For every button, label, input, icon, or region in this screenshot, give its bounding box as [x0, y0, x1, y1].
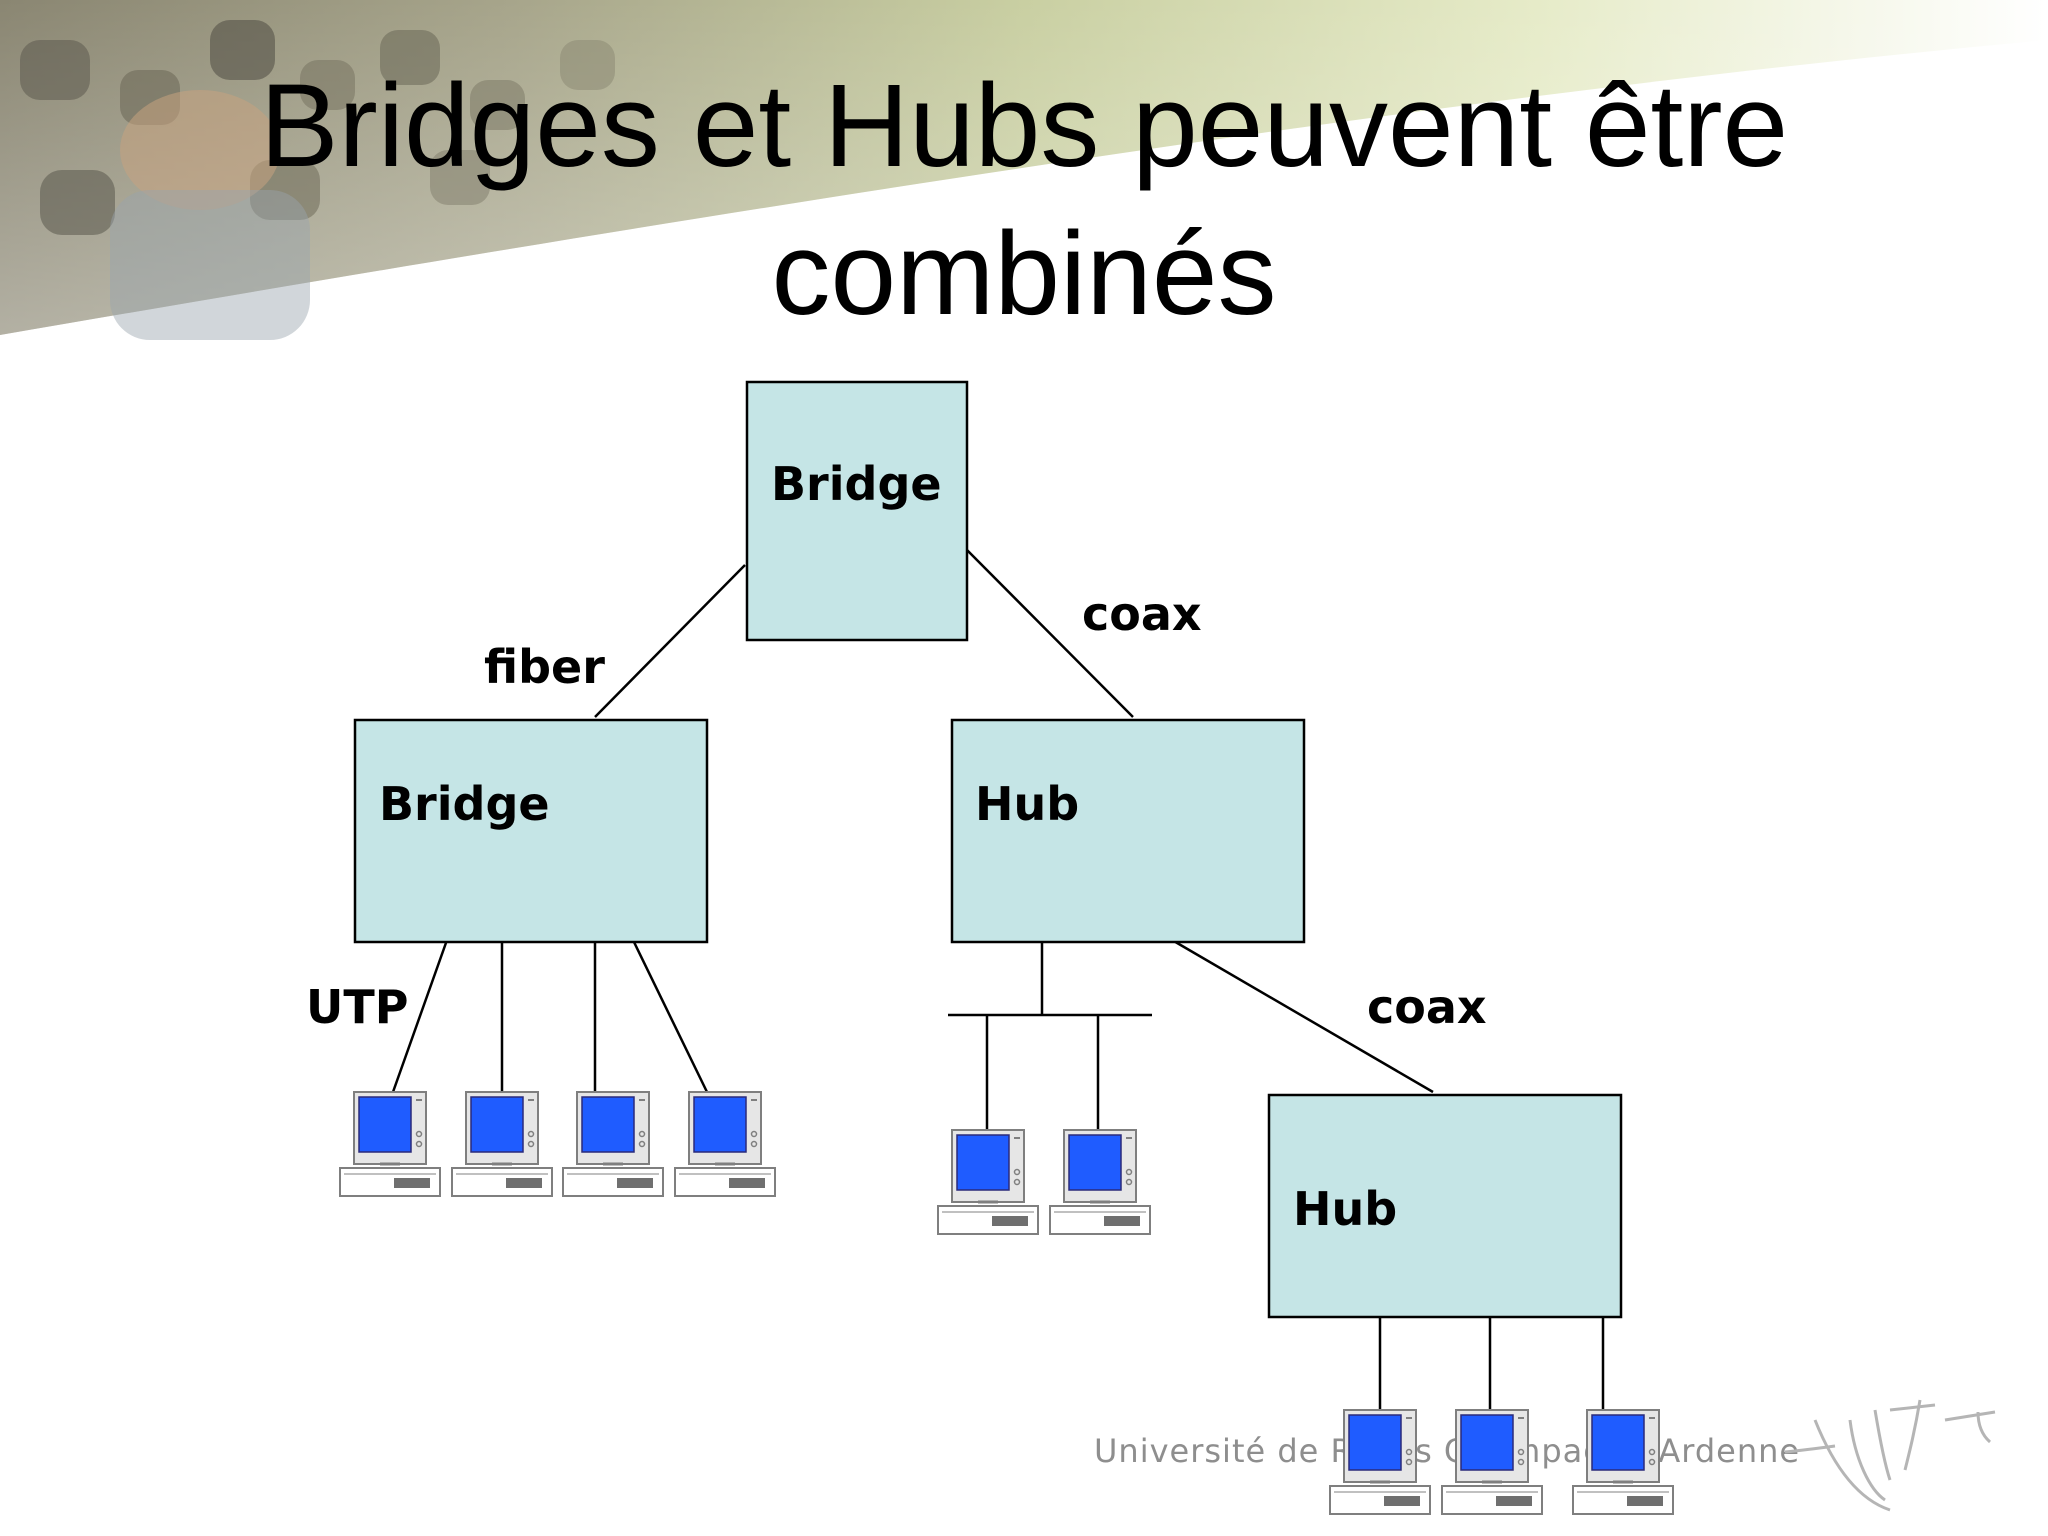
connection-lines — [391, 547, 1605, 1412]
workstation-icon — [1328, 1408, 1432, 1516]
workstation-icon — [338, 1090, 442, 1198]
workstation-icon — [673, 1090, 777, 1198]
node-left-bridge-label: Bridge — [379, 777, 550, 831]
workstation-icon — [561, 1090, 665, 1198]
university-logo: Université de Reims Champagne-Ardenne — [1094, 1399, 1996, 1512]
link-label-coax-hub: coax — [1367, 980, 1487, 1034]
workstation-icon — [1048, 1128, 1152, 1236]
link-label-utp: UTP — [306, 980, 408, 1034]
node-hub-lower: Hub — [1267, 1093, 1623, 1319]
workstation-icon — [450, 1090, 554, 1198]
workstation-icon — [1440, 1408, 1544, 1516]
node-top-bridge-label: Bridge — [771, 457, 942, 511]
node-hub-upper-label: Hub — [975, 777, 1079, 831]
node-top-bridge: Bridge — [745, 380, 969, 642]
workstation-icon — [1571, 1408, 1675, 1516]
banner-photo — [0, 0, 2048, 340]
link-label-fiber: fiber — [484, 640, 605, 694]
node-left-bridge: Bridge — [353, 718, 709, 944]
link-label-coax-top: coax — [1082, 587, 1202, 641]
node-hub-lower-label: Hub — [1293, 1182, 1397, 1236]
node-hub-upper: Hub — [950, 718, 1306, 944]
university-logo-text: Université de Reims Champagne-Ardenne — [1094, 1432, 1800, 1470]
workstation-icon — [936, 1128, 1040, 1236]
title-line-1: Bridges et Hubs peuvent être — [259, 60, 1789, 192]
slide-title: Bridges et Hubs peuvent être combinés — [0, 52, 2048, 348]
title-line-2: combinés — [771, 208, 1277, 340]
